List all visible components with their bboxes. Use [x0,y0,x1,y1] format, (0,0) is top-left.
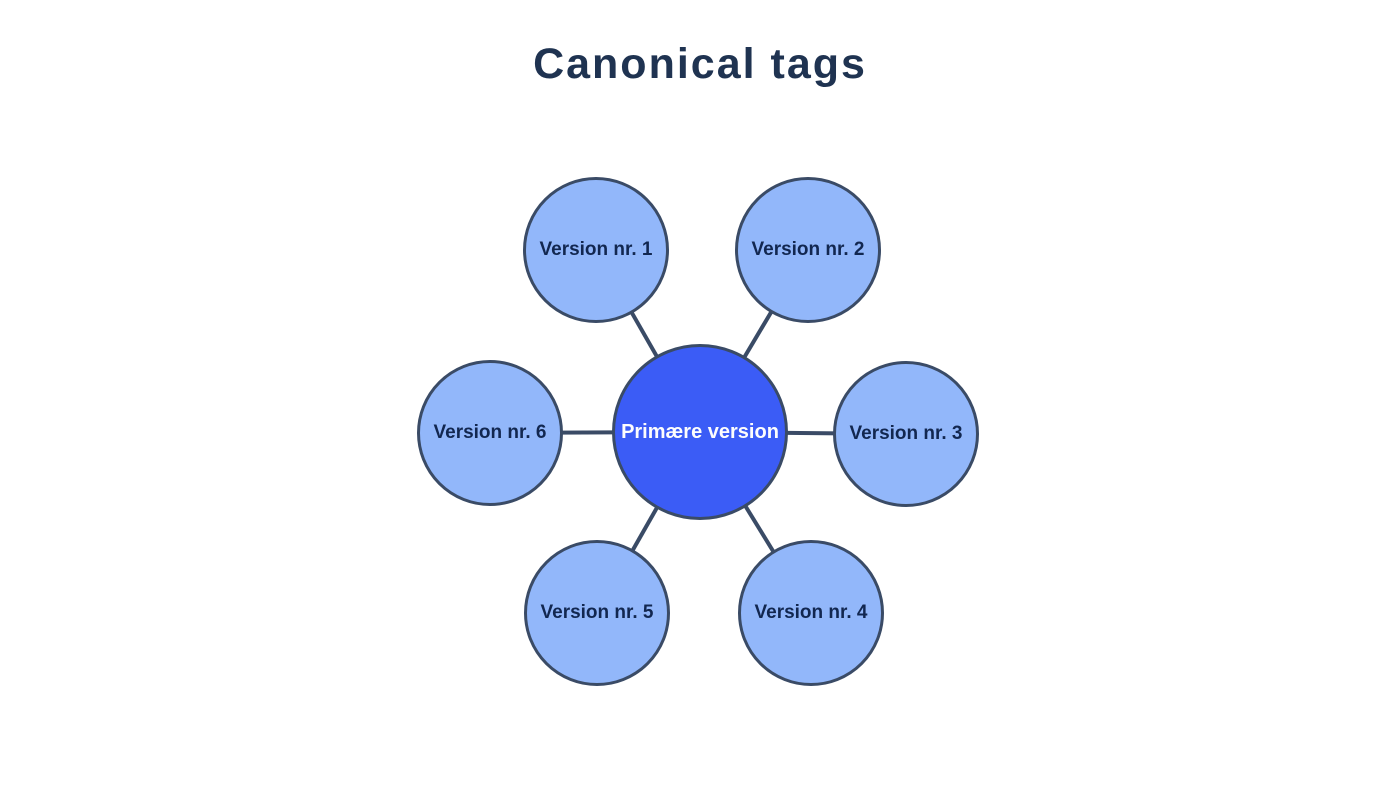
node-version-6: Version nr. 6 [417,360,563,506]
node-version-4: Version nr. 4 [738,540,884,686]
node-version-3-label: Version nr. 3 [849,423,963,444]
node-version-1: Version nr. 1 [523,177,669,323]
page-title: Canonical tags [533,40,867,88]
node-version-1-label: Version nr. 1 [539,239,653,260]
center-node-label: Primære version [621,420,779,443]
node-version-6-label: Version nr. 6 [433,422,547,443]
node-version-2-label: Version nr. 2 [751,239,865,260]
node-version-5: Version nr. 5 [524,540,670,686]
center-node-primary-version: Primære version [612,344,788,520]
node-version-5-label: Version nr. 5 [540,602,654,623]
node-version-2: Version nr. 2 [735,177,881,323]
node-version-4-label: Version nr. 4 [754,602,868,623]
node-version-3: Version nr. 3 [833,361,979,507]
